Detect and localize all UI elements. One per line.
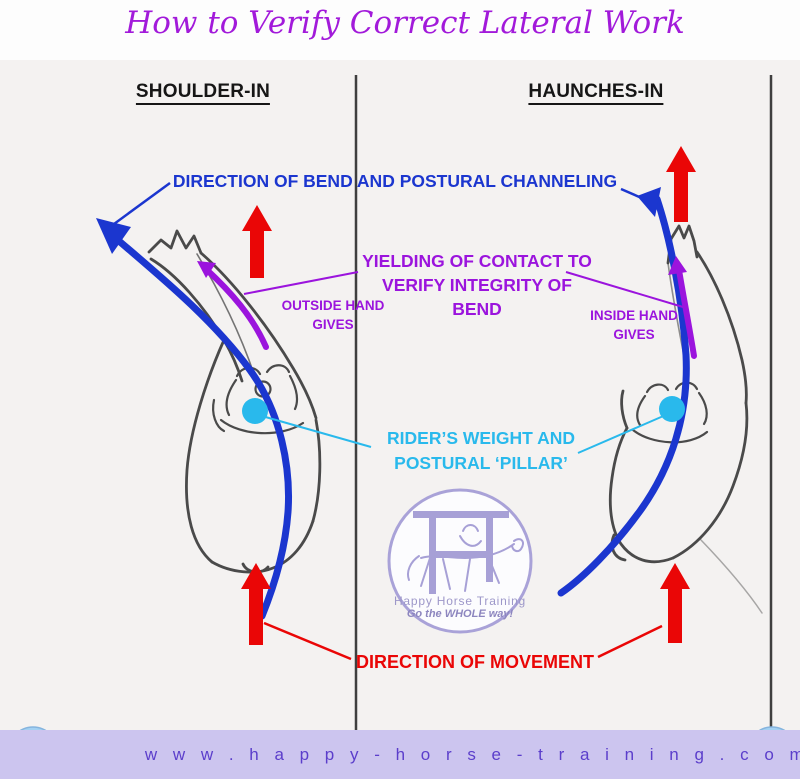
weight-pointer-line-right xyxy=(577,413,669,454)
weight-dot-left xyxy=(242,398,268,424)
movement-arrows xyxy=(241,146,696,645)
bend-arrowhead-right xyxy=(637,187,661,217)
weight-pointer-line-left xyxy=(261,415,372,448)
movement-arrow-top-right xyxy=(666,146,696,222)
center-logo xyxy=(387,488,533,634)
yield-arrow-left xyxy=(197,261,269,350)
yield-arrowhead-left xyxy=(197,261,216,278)
yield-pointer-line-left xyxy=(243,271,359,295)
right-panel-heading-text: HAUNCHES-IN xyxy=(528,81,664,105)
right-horse-shoulder-line xyxy=(620,389,629,430)
logo-circle xyxy=(387,488,533,634)
left-horse-body-right xyxy=(311,418,322,523)
left-panel-heading: SHOULDER-IN xyxy=(135,81,271,105)
movement-annotation: DIRECTION OF MOVEMENT xyxy=(356,652,594,672)
movement-arrow-bottom-left xyxy=(241,563,271,645)
left-horse-body-bottom xyxy=(210,519,315,574)
yield-arrow-right xyxy=(668,256,697,359)
rider-weight-annotation: RIDER’S WEIGHT AND POSTURAL ‘PILLAR’ xyxy=(387,428,575,473)
right-horse-tail xyxy=(610,533,627,562)
movement-arrow-bottom-right xyxy=(660,563,690,643)
inside-hand-note: INSIDE HAND GIVES xyxy=(590,308,678,342)
right-horse-body-right xyxy=(671,401,749,560)
bend-pointer-line-right xyxy=(620,187,645,201)
weight-dot-right xyxy=(659,396,685,422)
movement-pointer-line-right xyxy=(597,624,663,659)
page-title: How to Verify Correct Lateral Work xyxy=(125,5,685,41)
right-rider-sketch xyxy=(631,381,709,444)
right-panel-heading: HAUNCHES-IN xyxy=(528,81,664,105)
yield-arrowhead-right xyxy=(668,256,687,275)
outside-hand-note: OUTSIDE HAND GIVES xyxy=(281,298,385,332)
right-horse-neck-right xyxy=(695,250,748,405)
yield-pointer-line-right xyxy=(565,271,684,308)
bend-arrowhead-left xyxy=(96,218,131,254)
logo-tagline: Go the WHOLE way! xyxy=(406,608,514,620)
bend-pointer-line-left xyxy=(113,181,171,226)
footer-band: w w w . h a p p y - h o r s e - t r a i … xyxy=(0,730,800,779)
logo-horse-icon xyxy=(407,524,524,592)
left-panel-heading-text: SHOULDER-IN xyxy=(135,81,271,105)
bend-annotation: DIRECTION OF BEND AND POSTURAL CHANNELIN… xyxy=(172,171,618,191)
logo-hht-bars xyxy=(413,511,509,594)
website-url: w w w . h a p p y - h o r s e - t r a i … xyxy=(144,745,800,764)
left-horse-head-ears xyxy=(147,229,203,255)
yielding-annotation: YIELDING OF CONTACT TO VERIFY INTEGRITY … xyxy=(362,251,592,319)
logo-name: Happy Horse Training xyxy=(393,594,527,608)
bend-arrow-left xyxy=(96,218,292,620)
right-horse-sketch xyxy=(608,224,763,614)
right-guide-line xyxy=(700,539,763,614)
movement-arrow-top-left xyxy=(242,205,272,278)
left-horse-body-left xyxy=(185,338,226,564)
right-horse-body-left xyxy=(608,426,675,564)
left-horse-neck-right xyxy=(199,251,318,420)
movement-pointer-line-left xyxy=(263,621,352,661)
